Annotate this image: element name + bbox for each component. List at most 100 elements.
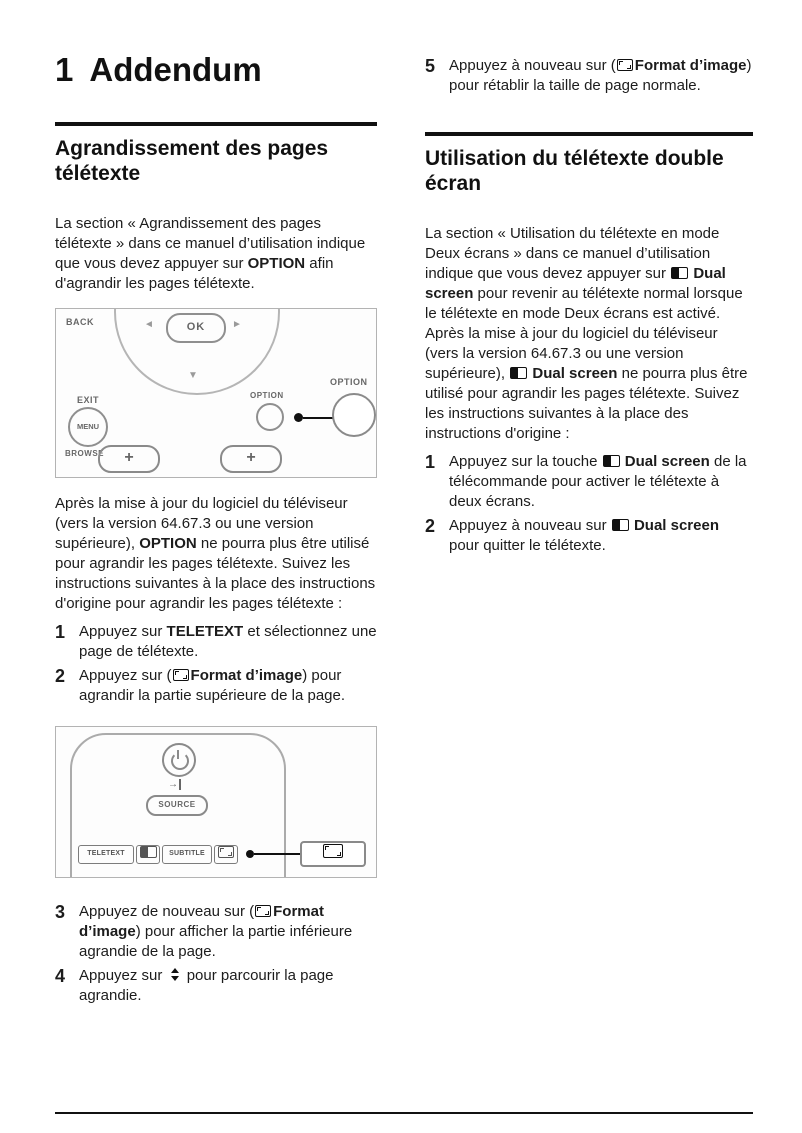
bold-text-run: Dual screen bbox=[425, 265, 726, 302]
bold-text-run: Dual screen bbox=[629, 517, 719, 534]
picture-format-callout-button bbox=[300, 841, 366, 867]
footer-rule bbox=[55, 1112, 753, 1114]
step-number: 4 bbox=[55, 966, 66, 986]
text-run: de la télécommande pour activer le télét… bbox=[449, 453, 747, 510]
source-icon: → bbox=[168, 779, 181, 790]
text-run: pour revenir au télétexte normal lorsque… bbox=[425, 285, 743, 382]
text-run: pour parcourir la page agrandie. bbox=[79, 967, 334, 1004]
back-label: BACK bbox=[66, 317, 94, 327]
text-run: ) pour afficher la partie inférieure agr… bbox=[79, 923, 353, 960]
dual-screen-button bbox=[136, 845, 160, 864]
browse-label: BROWSE bbox=[65, 449, 104, 458]
right-column: 5 Appuyez à nouveau sur (Format d’image)… bbox=[425, 56, 753, 576]
option-small-label: OPTION bbox=[250, 391, 284, 400]
callout-dot bbox=[246, 850, 254, 858]
steps-1-2: 1 Appuyez sur TELETEXT et sélectionnez u… bbox=[55, 622, 377, 706]
step-number: 1 bbox=[55, 622, 66, 642]
step-item-1: 1 Appuyez sur la touche Dual screen de l… bbox=[425, 452, 753, 512]
bold-text-run: Format d’image bbox=[634, 57, 747, 74]
chapter-number: 1 bbox=[55, 51, 74, 88]
picture-format-icon bbox=[172, 669, 189, 681]
step-item-5: 5 Appuyez à nouveau sur (Format d’image)… bbox=[425, 56, 753, 96]
program-plus-button: + bbox=[220, 445, 282, 473]
remote-figure-2: → SOURCE TELETEXT SUBTITLE bbox=[55, 726, 377, 878]
step-text: Appuyez sur ( Format d’image) pour agrand… bbox=[79, 666, 377, 706]
callout-dot bbox=[294, 413, 303, 422]
step-item-2: 2 Appuyez sur ( Format d’image) pour agra… bbox=[55, 666, 377, 706]
plus-label: + bbox=[124, 449, 134, 466]
step-text: Appuyez sur pour parcourir la page agran… bbox=[79, 966, 377, 1006]
teletext-button: TELETEXT bbox=[78, 845, 134, 864]
picture-format-button bbox=[214, 845, 238, 864]
step-number: 1 bbox=[425, 452, 436, 472]
steps-3-4: 3 Appuyez de nouveau sur (Format d’image… bbox=[55, 902, 377, 1006]
bold-text-run: TELETEXT bbox=[166, 623, 244, 640]
arrow-down-icon: ▼ bbox=[188, 370, 198, 381]
picture-format-icon bbox=[616, 59, 633, 71]
text-run: afin d'agrandir les pages télétexte. bbox=[55, 255, 334, 292]
bold-text-run: Format d’image bbox=[79, 903, 324, 940]
step-number: 2 bbox=[55, 666, 66, 686]
source-label: SOURCE bbox=[158, 800, 196, 809]
text-run: La section « Agrandissement des pages té… bbox=[55, 215, 366, 272]
text-run: Appuyez sur bbox=[79, 967, 167, 984]
picture-format-icon bbox=[217, 846, 234, 858]
source-button: SOURCE bbox=[146, 795, 208, 816]
step-number: 2 bbox=[425, 516, 436, 536]
step-item-3: 3 Appuyez de nouveau sur (Format d’image… bbox=[55, 902, 377, 962]
text-run: et sélectionnez une page de télétexte. bbox=[79, 623, 377, 660]
menu-button: MENU bbox=[68, 407, 108, 447]
step-text: Appuyez à nouveau sur (Format d’image) p… bbox=[449, 56, 753, 96]
picture-format-icon bbox=[255, 905, 272, 917]
text-run: Appuyez sur ( bbox=[79, 667, 172, 684]
text-run: ne pourra plus être utilisé pour agrandi… bbox=[55, 535, 376, 612]
ok-button: OK bbox=[166, 313, 226, 343]
volume-plus-button: + bbox=[98, 445, 160, 473]
remote-body-outline bbox=[70, 733, 286, 877]
arrow-right-icon: ► bbox=[232, 319, 242, 330]
subtitle-label: SUBTITLE bbox=[169, 850, 205, 857]
callout-line bbox=[303, 417, 341, 419]
teletext-label: TELETEXT bbox=[87, 850, 125, 857]
arrow-left-icon: ◄ bbox=[144, 319, 154, 330]
text-run: La section « Utilisation du télétexte en… bbox=[425, 225, 720, 282]
text-run: Appuyez à nouveau sur bbox=[449, 517, 611, 534]
text-run: ) pour agrandir la partie supérieure de … bbox=[79, 667, 346, 704]
section-title-enlarge-teletext: Agrandissement des pages télétexte bbox=[55, 137, 329, 185]
left-column: 1 Addendum Agrandissement des pages télét… bbox=[55, 48, 377, 1026]
dual-screen-icon bbox=[611, 519, 629, 531]
dual-screen-icon bbox=[602, 455, 620, 467]
remote-figure-1: BACK ◄ OK ► ▼ EXIT MENU BROWSE OPTION OP… bbox=[55, 308, 377, 478]
bold-text-run: OPTION bbox=[247, 255, 306, 272]
dual-screen-steps: 1 Appuyez sur la touche Dual screen de l… bbox=[425, 452, 753, 556]
text-run: Après la mise à jour du logiciel du télé… bbox=[55, 495, 348, 552]
step-text: Appuyez sur TELETEXT et sélectionnez une… bbox=[79, 622, 377, 662]
bold-text-run: Dual screen bbox=[620, 453, 710, 470]
dual-screen-intro-paragraph: La section « Utilisation du télétexte en… bbox=[425, 224, 753, 444]
bold-text-run: Dual screen bbox=[528, 365, 618, 382]
step-item-1: 1 Appuyez sur TELETEXT et sélectionnez u… bbox=[55, 622, 377, 662]
step-item-2: 2 Appuyez à nouveau sur Dual screen pour… bbox=[425, 516, 753, 556]
text-run: pour quitter le télétexte. bbox=[449, 537, 606, 554]
text-run: Appuyez sur bbox=[79, 623, 167, 640]
picture-format-icon bbox=[322, 844, 343, 858]
nav-arrows-icon bbox=[170, 968, 180, 981]
section-title-dual-screen: Utilisation du télétexte double écran bbox=[425, 147, 724, 195]
after-image-paragraph: Après la mise à jour du logiciel du télé… bbox=[55, 494, 377, 614]
dual-screen-icon bbox=[671, 267, 689, 279]
enlarge-intro-paragraph: La section « Agrandissement des pages té… bbox=[55, 214, 377, 294]
step-text: Appuyez de nouveau sur (Format d’image) … bbox=[79, 902, 377, 962]
menu-label: MENU bbox=[76, 422, 100, 431]
step-number: 3 bbox=[55, 902, 66, 922]
ok-label: OK bbox=[186, 321, 206, 333]
bold-text-run: OPTION bbox=[139, 535, 197, 552]
text-run: Appuyez de nouveau sur ( bbox=[79, 903, 255, 920]
plus-label: + bbox=[246, 449, 256, 466]
exit-label: EXIT bbox=[77, 395, 100, 405]
power-icon bbox=[162, 743, 196, 777]
bold-text-run: Format d’image bbox=[190, 667, 303, 684]
text-run: ne pourra plus être utilisé pour agrandi… bbox=[425, 365, 748, 442]
option-button bbox=[256, 403, 284, 431]
chapter-title: Addendum bbox=[89, 51, 262, 88]
